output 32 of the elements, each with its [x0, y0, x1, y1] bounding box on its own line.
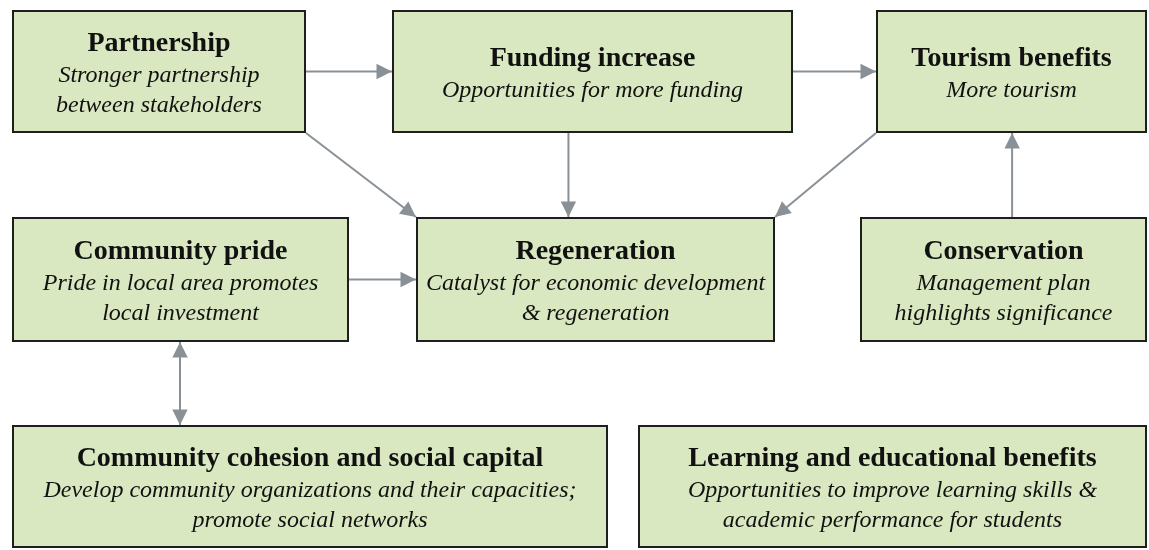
arrow	[792, 63, 877, 80]
process-box	[876, 10, 1147, 133]
arrow	[1004, 132, 1020, 218]
box-description: Management plan highlights significance	[893, 267, 1114, 327]
process-box	[860, 217, 1147, 342]
box-heading: Funding increase	[489, 39, 696, 74]
box-description: Catalyst for economic development & regeneration	[424, 267, 767, 327]
arrow	[172, 341, 188, 426]
box-heading: Learning and educational benefits	[688, 439, 1097, 474]
box-description: Stronger partnership between stakeholders	[55, 59, 263, 119]
box-description: Opportunities to improve learning skills & academic performance for students	[686, 474, 1099, 534]
box-description: Pride in local area promotes local investment	[41, 267, 320, 327]
box-description: Develop community organizations and their capacities; promote social networks	[42, 474, 578, 534]
process-box	[12, 425, 608, 548]
box-heading: Community pride	[73, 232, 288, 267]
arrow	[305, 132, 417, 218]
box-heading: Community cohesion and social capital	[76, 439, 544, 474]
box-description: Opportunities for more funding	[441, 74, 744, 104]
process-box	[392, 10, 793, 133]
box-heading: Regeneration	[515, 232, 676, 267]
arrow	[305, 63, 393, 80]
process-box	[638, 425, 1147, 548]
arrow	[560, 132, 577, 218]
arrow	[774, 132, 877, 218]
box-description: More tourism	[946, 74, 1077, 104]
process-box	[416, 217, 775, 342]
process-box	[12, 217, 349, 342]
box-heading: Partnership	[87, 24, 231, 59]
box-heading: Conservation	[923, 232, 1084, 267]
process-box	[12, 10, 306, 133]
arrow	[348, 271, 417, 288]
box-heading: Tourism benefits	[911, 39, 1112, 74]
